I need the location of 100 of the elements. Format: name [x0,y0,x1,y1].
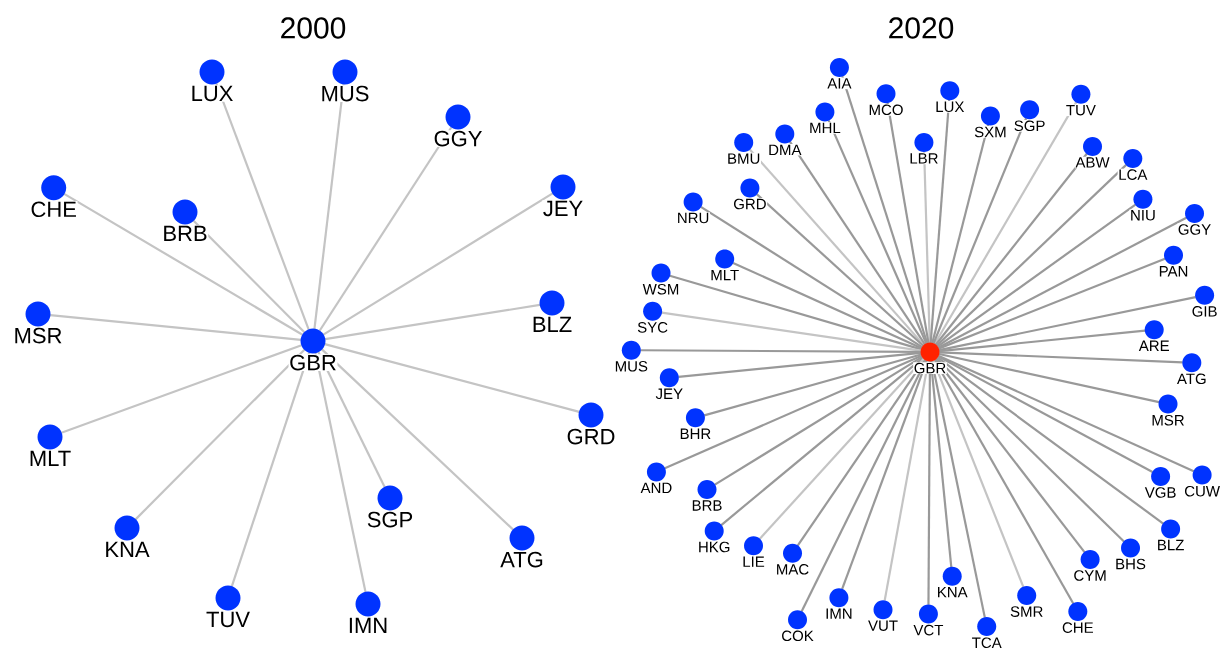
country-node: VGB [1144,466,1178,499]
connector-line [678,351,921,378]
country-node: SGP [366,485,414,528]
country-node: TUV [205,585,251,628]
connector-line [789,140,926,345]
country-node: LUX [934,81,965,113]
connector-line [314,352,367,593]
node-label: NIU [1131,210,1155,221]
connector-line [938,296,1196,352]
country-node: AND [639,462,673,494]
node-label: GGY [434,130,482,147]
country-node: MUS [319,59,371,102]
node-label: GRD [567,428,615,445]
node-label: KNA [106,541,150,557]
connector-line [932,117,1028,344]
country-node: ATG [1176,353,1208,385]
connector-line [322,192,554,336]
country-node: DMA [767,124,803,156]
connector-line [749,148,925,346]
connector-line [664,354,923,470]
country-node: CUW [1183,465,1221,498]
connector-line [934,358,1086,553]
node-label: VGB [1144,487,1176,498]
node-label: LUX [936,101,965,113]
country-node: MCO [867,84,905,116]
country-node: JEY [654,368,684,400]
country-node: SXM [973,106,1008,138]
node-label: MUS [322,85,369,102]
country-node: CHE [29,175,78,218]
node-label: MLT [711,269,739,281]
connector-line [841,75,929,344]
node-label: JEY [543,200,583,217]
country-node: VUT [867,600,899,632]
connector-line [931,124,990,344]
country-node: MLT [709,249,740,281]
connector-line [215,83,310,330]
node-label: GBR [290,354,336,371]
country-node: ABW [1074,137,1111,169]
node-label: TCA [972,637,1002,649]
connector-line [936,356,1164,525]
node-label: BRB [164,225,207,241]
country-node: BHR [678,408,712,440]
connector-line [63,192,304,336]
connector-line [938,352,1160,404]
connector-line [755,193,924,347]
node-label: BHS [1116,558,1146,570]
country-node: GGY [1177,203,1212,236]
node-label: BMU [728,153,760,164]
connector-line [933,359,1075,605]
country-node: GRD [565,402,617,445]
node-label: MHL [810,122,841,134]
node-label: ATG [1176,373,1206,385]
connector-line [939,329,1146,353]
country-node: HKG [697,521,732,553]
node-label: MSR [15,327,62,344]
connector-line [732,261,923,350]
country-node: TCA [971,617,1003,649]
node-label: MCO [869,104,903,116]
node-label: JEY [655,388,683,400]
country-node: AIA [826,57,853,90]
country-node: LUX [190,59,234,102]
connector-line [50,314,301,341]
connector-line [134,348,306,521]
connector-line [230,352,311,587]
country-node: MHL [808,102,842,134]
node-label: ATG [500,551,543,568]
connector-line [935,357,1125,543]
country-node: MUS [614,340,649,373]
country-node: TUV [1065,84,1097,117]
connector-line [886,102,930,344]
country-node: WSM [642,263,680,296]
connector-line [758,358,925,540]
connector-line [937,355,1154,473]
country-node: VCT [912,604,944,637]
node-label: VUT [868,620,898,631]
connector-line [317,351,386,488]
node-label: BLZ [533,316,572,332]
node-label: GIB [1192,306,1217,317]
country-node: KNA [936,566,969,598]
node-label: AIA [827,78,852,89]
node-label: SMR [1010,606,1043,617]
node-label: BRB [692,500,722,511]
connector-line [939,351,1183,364]
node-label: CHE [31,201,76,218]
connector-line [827,120,928,344]
connector-line [714,355,923,486]
connector-line [720,357,924,526]
connector-line [669,274,922,351]
node-label: MAC [777,564,809,575]
node-label: BHR [680,428,711,439]
connector-line [324,303,541,341]
node-label: ARE [1138,340,1169,351]
node-label: ABW [1075,157,1110,168]
node-label: NRU [678,212,709,224]
country-node: MSR [1150,394,1186,427]
country-node: BHS [1114,538,1147,570]
connector-line [321,348,514,531]
node-label: WSM [642,283,679,295]
node-label: SGP [1014,120,1045,132]
country-node: BLZ [531,290,573,333]
